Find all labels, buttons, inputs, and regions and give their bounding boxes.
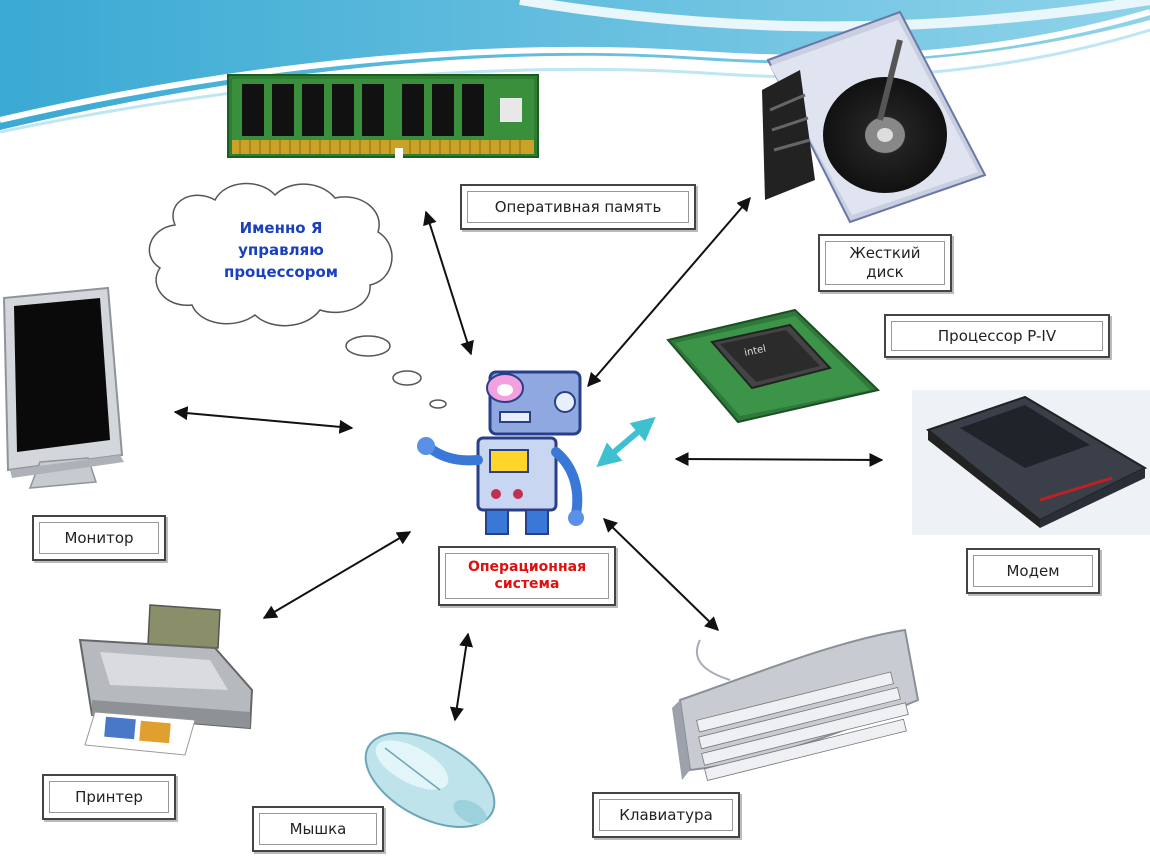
label-hdd-text: Жесткий диск [825, 241, 945, 285]
keyboard-icon [672, 628, 920, 781]
arrow-hdd [587, 196, 751, 388]
mouse-icon [364, 732, 496, 828]
printer-icon [78, 604, 254, 756]
label-printer: Принтер [42, 774, 176, 820]
label-operating-system: Операционная система [438, 546, 616, 606]
arrow-modem [674, 452, 884, 467]
label-monitor-text: Монитор [39, 522, 159, 554]
monitor-icon [2, 286, 124, 489]
hard-disk-icon [762, 10, 987, 224]
label-printer-text: Принтер [49, 781, 169, 813]
thought-cloud [148, 182, 447, 409]
arrow-printer [262, 531, 412, 619]
label-ram: Оперативная память [460, 184, 696, 230]
label-cpu: Процессор P-IV [884, 314, 1110, 358]
label-keyboard-text: Клавиатура [599, 799, 733, 831]
thought-text: Именно Я управляю процессором [223, 219, 339, 281]
label-modem-text: Модем [973, 555, 1093, 587]
label-cpu-text: Процессор P-IV [891, 321, 1103, 351]
ram-module-icon [227, 74, 539, 158]
label-modem: Модем [966, 548, 1100, 594]
label-mouse-text: Мышка [259, 813, 377, 845]
modem-icon [912, 390, 1150, 535]
label-hdd: Жесткий диск [818, 234, 952, 292]
arrow-keyboard [602, 518, 720, 631]
arrow-mouse [449, 632, 474, 722]
arrow-monitor [173, 406, 354, 434]
header-wave [0, 0, 1150, 134]
label-operating-system-text: Операционная система [445, 553, 609, 599]
arrow-cpu [596, 416, 656, 468]
robot-mascot-icon [417, 370, 584, 535]
label-mouse: Мышка [252, 806, 384, 852]
arrow-ram [423, 210, 474, 356]
label-monitor: Монитор [32, 515, 166, 561]
cpu-chip-icon: intel [666, 308, 881, 424]
label-ram-text: Оперативная память [467, 191, 689, 223]
connection-arrows [173, 196, 884, 722]
label-keyboard: Клавиатура [592, 792, 740, 838]
